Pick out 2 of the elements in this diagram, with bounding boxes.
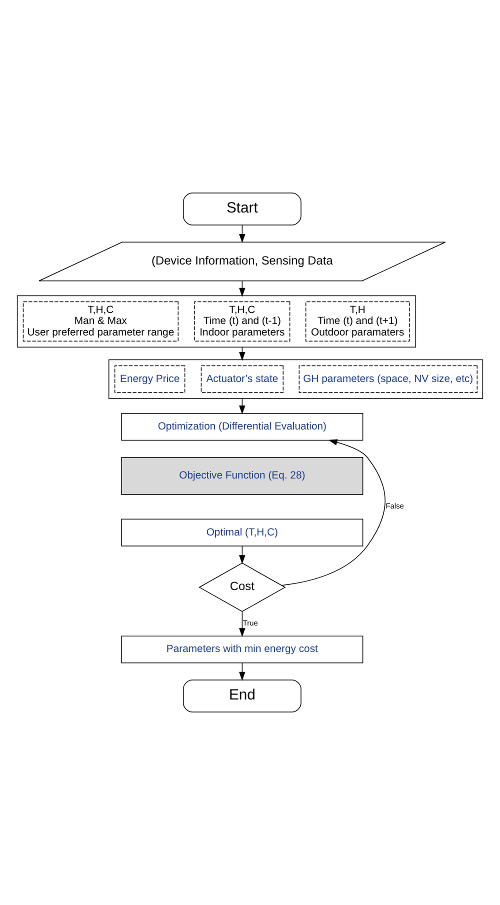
edge-label: True [242, 618, 258, 628]
edge-label: False [386, 502, 404, 511]
